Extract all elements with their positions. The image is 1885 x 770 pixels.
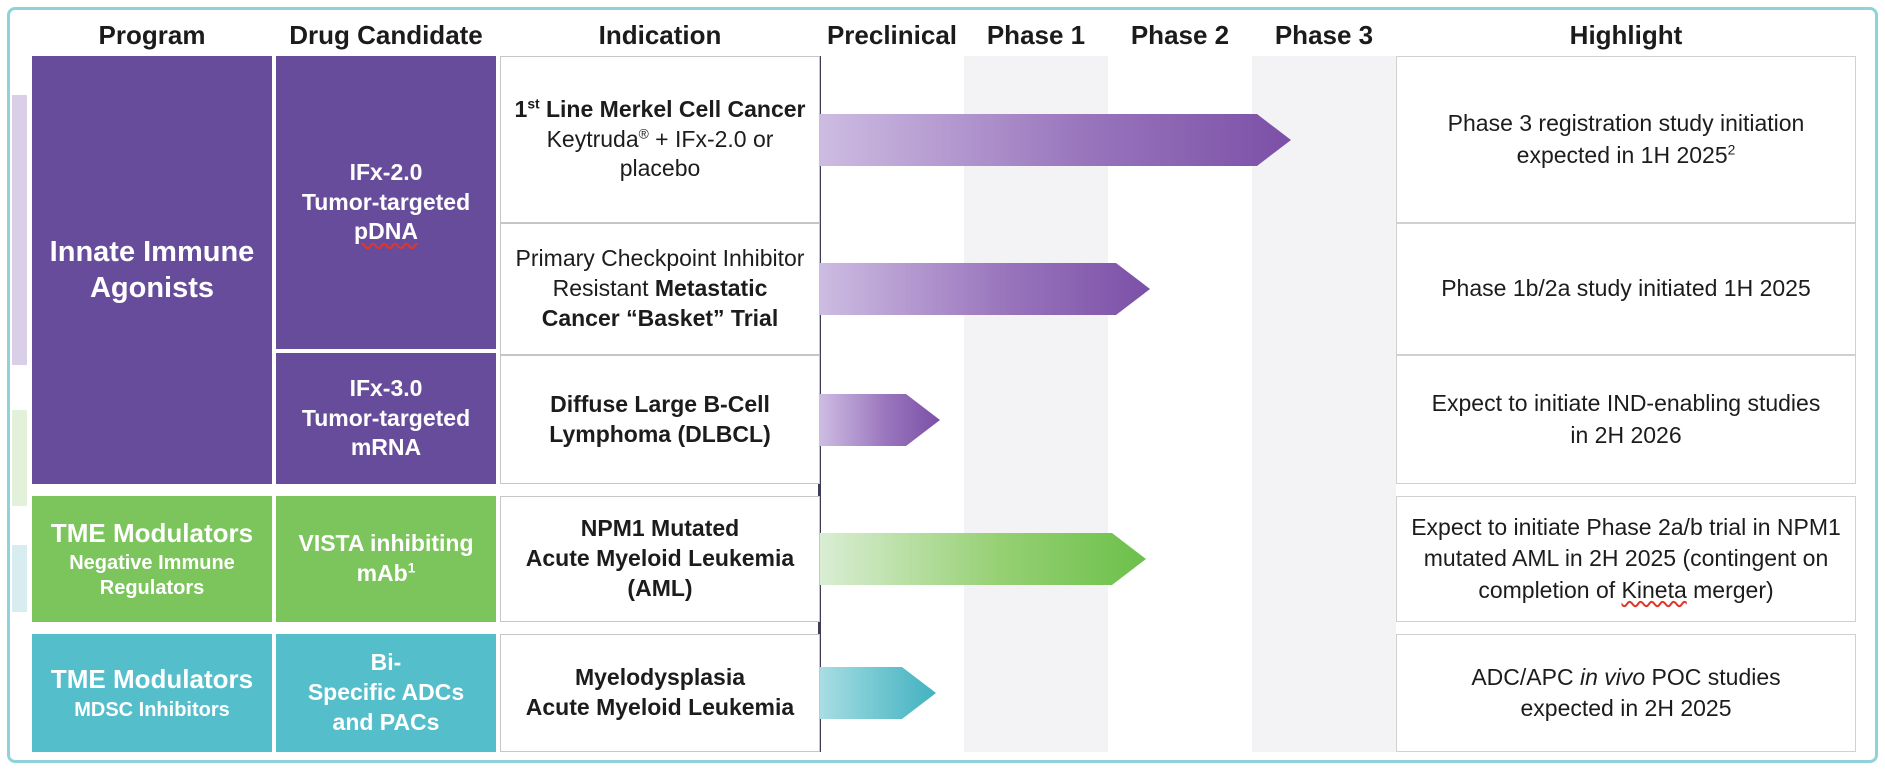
phase3-column-stripe xyxy=(1252,56,1396,752)
accent-bar-green xyxy=(12,410,27,506)
highlight-kineta: Kineta xyxy=(1621,576,1687,603)
indication-bold-line: Acute Myeloid Leukemia xyxy=(525,694,795,720)
progress-arrow-basket-trial xyxy=(820,263,1150,315)
progress-arrow-merkel xyxy=(820,114,1291,166)
indication-cell-myelodysplasia-aml: Myelodysplasia Acute Myeloid Leukemia xyxy=(500,634,820,752)
highlight-text: Phase 3 registration study initiation ex… xyxy=(1411,108,1841,170)
progress-arrow-npm1-aml xyxy=(820,533,1146,585)
program-cell-tme-modulators-negative-immune-regulators: TME Modulators Negative Immune Regulator… xyxy=(32,496,272,622)
highlight-cell-npm1-aml: Expect to initiate Phase 2a/b trial in N… xyxy=(1396,496,1856,622)
drug-line: Tumor-targeted xyxy=(301,188,471,215)
highlight-main: merger) xyxy=(1686,576,1774,603)
indication-text: 1 xyxy=(514,95,528,122)
column-header-phase1: Phase 1 xyxy=(986,19,1086,50)
column-header-phase2: Phase 2 xyxy=(1130,19,1230,50)
indication-cell-npm1-aml: NPM1 Mutated Acute Myeloid Leukemia (AML… xyxy=(500,496,820,622)
program-subtitle: MDSC Inhibitors xyxy=(74,698,230,721)
program-cell-tme-modulators-mdsc-inhibitors: TME Modulators MDSC Inhibitors xyxy=(32,634,272,752)
indication-text-bold: Metastatic Cancer “Basket” Trial xyxy=(541,275,779,331)
highlight-cell-myelodysplasia: ADC/APC in vivo POC studies expected in … xyxy=(1396,634,1856,752)
progress-arrow-myelodysplasia xyxy=(820,667,936,719)
program-title: TME Modulators xyxy=(50,517,254,548)
indication-bold-line: (AML) xyxy=(627,574,693,601)
program-title: Innate Immune Agonists xyxy=(49,235,255,304)
indication-text: Primary Checkpoint Inhibitor Resistant xyxy=(515,245,805,302)
drug-line: Tumor-targeted xyxy=(301,404,471,431)
highlight-main: POC studies expected in 2H 2025 xyxy=(1520,663,1781,721)
drug-line: pDNA xyxy=(354,218,418,245)
drug-cell-vista-inhibiting-mab: VISTA inhibiting mAb1 xyxy=(276,496,496,622)
highlight-main: ADC/APC xyxy=(1471,663,1580,690)
accent-bar-purple xyxy=(12,95,27,365)
drug-text: VISTA inhibiting mAb1 xyxy=(284,529,488,589)
indication-bold-line: 1st Line Merkel Cell Cancer xyxy=(515,95,806,125)
drug-footnote-sup: 1 xyxy=(407,560,416,576)
drug-line: and PACs xyxy=(332,708,440,735)
highlight-cell-basket-trial: Phase 1b/2a study initiated 1H 2025 xyxy=(1396,223,1856,355)
footnote-sup: 2 xyxy=(1727,141,1736,157)
indication-cell-merkel: 1st Line Merkel Cell Cancer Keytruda® + … xyxy=(500,56,820,223)
ordinal-sup: st xyxy=(527,96,540,111)
indication-cell-dlbcl: Diffuse Large B-Cell Lymphoma (DLBCL) xyxy=(500,355,820,484)
indication-bold-line: Acute Myeloid Leukemia xyxy=(525,545,795,572)
highlight-cell-merkel: Phase 3 registration study initiation ex… xyxy=(1396,56,1856,223)
column-header-highlight: Highlight xyxy=(1569,19,1683,50)
indication-bold-line: NPM1 Mutated xyxy=(580,515,740,542)
drug-line: mRNA xyxy=(350,434,422,461)
accent-bar-teal xyxy=(12,545,27,612)
highlight-text: Expect to initiate IND-enabling studies … xyxy=(1431,390,1821,448)
highlight-italic: in vivo xyxy=(1579,663,1646,690)
program-cell-innate-immune-agonists: Innate Immune Agonists xyxy=(32,56,272,484)
drug-line: VISTA inhibiting mAb xyxy=(298,530,474,586)
highlight-text: ADC/APC in vivo POC studies expected in … xyxy=(1441,662,1811,724)
phase1-column-stripe xyxy=(964,56,1108,752)
indication-bold-line: Lymphoma (DLBCL) xyxy=(549,420,771,447)
highlight-text: Expect to initiate Phase 2a/b trial in N… xyxy=(1407,512,1845,605)
drug-cell-ifx-2-0: IFx-2.0 Tumor-targeted pDNA xyxy=(276,56,496,349)
drug-cell-ifx-3-0: IFx-3.0 Tumor-targeted mRNA xyxy=(276,353,496,484)
column-header-preclinical: Preclinical xyxy=(826,19,958,50)
indication-normal-line: Keytruda® + IFx-2.0 or placebo xyxy=(511,125,809,185)
highlight-main: Expect to initiate Phase 2a/b trial in N… xyxy=(1411,514,1841,603)
highlight-text: Phase 1b/2a study initiated 1H 2025 xyxy=(1441,275,1811,302)
column-header-phase3: Phase 3 xyxy=(1274,19,1374,50)
pipeline-frame: Program Drug Candidate Indication Precli… xyxy=(7,7,1878,763)
indication-bold-line: Myelodysplasia xyxy=(574,664,746,691)
program-subtitle: Negative Immune Regulators xyxy=(69,552,235,600)
column-header-drug-candidate: Drug Candidate xyxy=(289,19,483,50)
highlight-cell-dlbcl: Expect to initiate IND-enabling studies … xyxy=(1396,355,1856,484)
indication-text: + IFx-2.0 or placebo xyxy=(619,125,774,182)
drug-line: IFx-3.0 xyxy=(349,374,423,401)
indication-cell-basket-trial: Primary Checkpoint Inhibitor Resistant M… xyxy=(500,223,820,355)
indication-bold-line: Diffuse Large B-Cell xyxy=(550,390,770,417)
program-title: TME Modulators xyxy=(50,664,254,695)
registered-mark-sup: ® xyxy=(638,125,649,141)
progress-arrow-dlbcl xyxy=(820,394,940,446)
drug-cell-bispecific-adcs-pacs: Bi- Specific ADCs and PACs xyxy=(276,634,496,752)
drug-line: Bi- xyxy=(370,649,402,676)
column-header-indication: Indication xyxy=(598,19,722,50)
drug-line: Specific ADCs xyxy=(307,679,465,706)
drug-line: IFx-2.0 xyxy=(349,158,423,185)
indication-text: Keytruda xyxy=(546,125,639,152)
column-header-program: Program xyxy=(98,19,206,50)
indication-mixed-line: Primary Checkpoint Inhibitor Resistant M… xyxy=(511,244,809,334)
indication-text: Line Merkel Cell Cancer xyxy=(539,95,806,122)
highlight-main: Phase 3 registration study initiation ex… xyxy=(1447,110,1805,168)
